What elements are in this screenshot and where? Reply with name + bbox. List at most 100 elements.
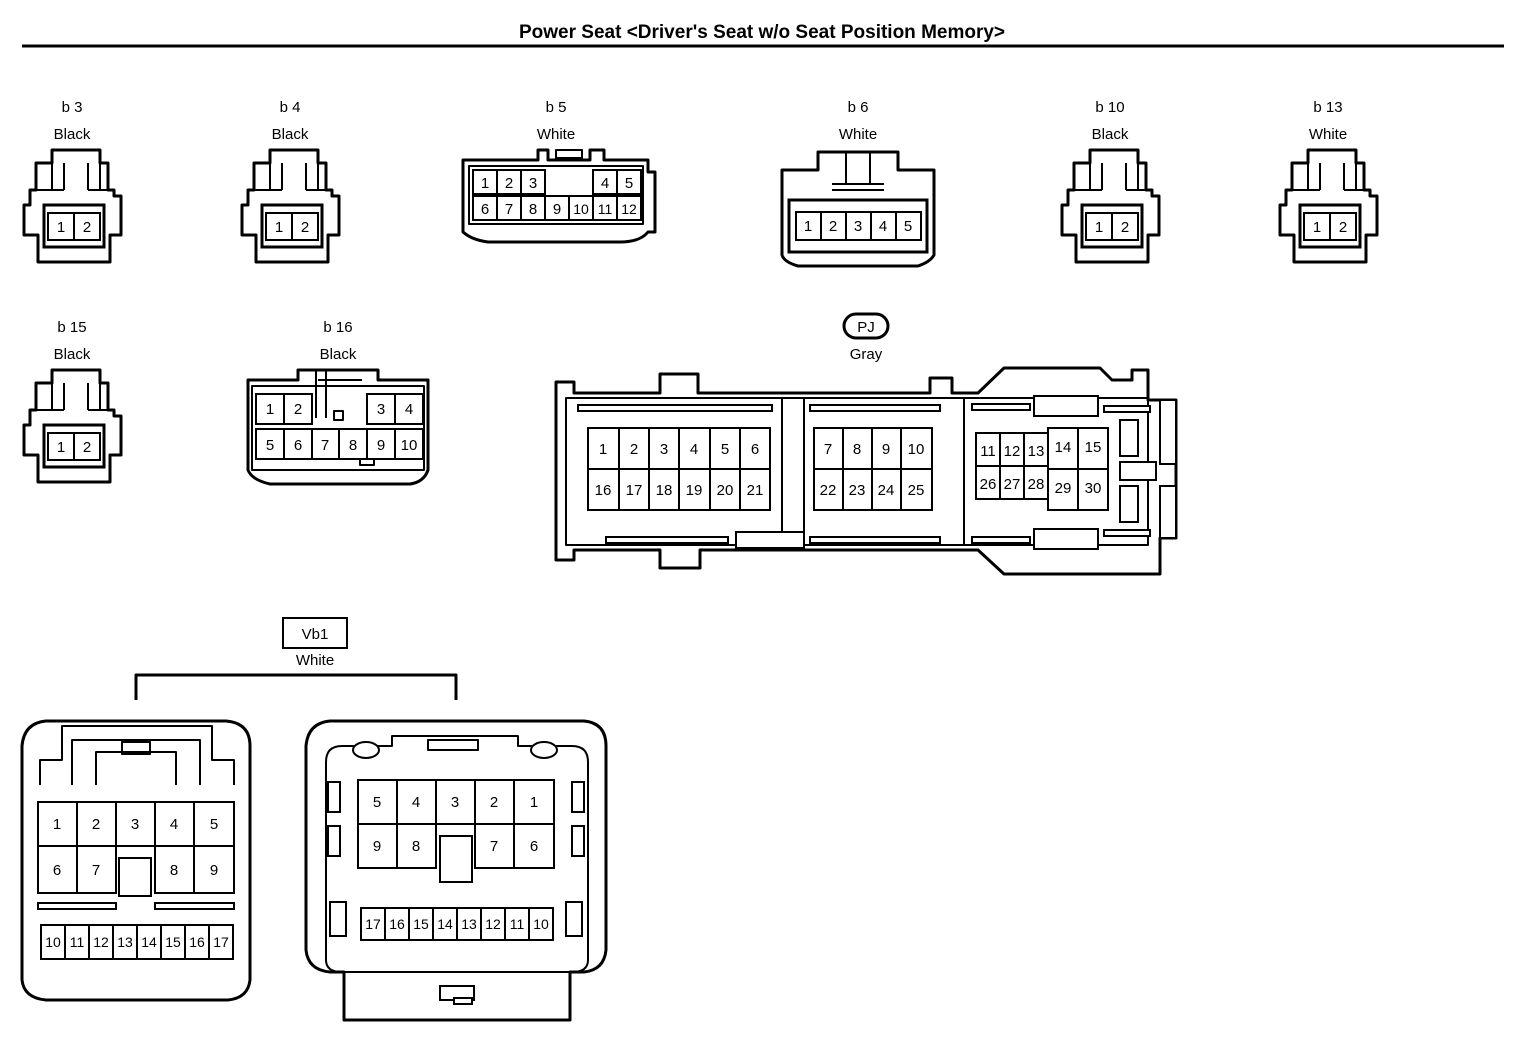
connector-pj-pin: 30 — [1085, 480, 1102, 497]
connector-vb1-pin-box — [435, 779, 476, 825]
connector-vb1-pin: 7 — [490, 838, 498, 855]
connector-vb1-code-box — [282, 617, 348, 649]
connector-pj-pin-box — [1077, 468, 1109, 511]
connector-vb1-pin: 13 — [461, 916, 477, 932]
connector-b16-pin-box — [255, 428, 285, 460]
connector-b6-housing — [780, 150, 936, 268]
connector-b6-code: b 6 — [848, 99, 869, 116]
connector-b5-code: b 5 — [546, 99, 567, 116]
connector-pj-pin: 15 — [1085, 439, 1102, 456]
connector-b16: b 16 Black 1 2 3 4 5 6 7 8 9 10 — [246, 319, 430, 486]
connector-vb1-pin-box — [184, 924, 210, 960]
connector-b10-latch — [1074, 163, 1146, 191]
connector-vb1-pin: 12 — [485, 916, 501, 932]
connector-pj-pin-box — [813, 468, 844, 511]
connector-vb1: Vb1 White — [20, 617, 608, 1022]
connector-pj-code: PJ — [857, 319, 875, 336]
connector-pj-pin: 1 — [599, 441, 607, 458]
connector-b16-pin-box — [283, 428, 313, 460]
connector-vb1-pin: 9 — [373, 838, 381, 855]
connector-vb1-right-side-slot — [329, 901, 347, 937]
connector-pj-pin: 12 — [1004, 443, 1021, 460]
connector-b3-pin: 1 — [57, 219, 65, 236]
connector-vb1-pin: 16 — [189, 934, 205, 950]
connector-b6-pin-box — [870, 211, 897, 241]
connector-vb1-right-peg — [530, 741, 558, 759]
connector-b16-pin: 1 — [266, 401, 274, 418]
connector-pj-pin: 11 — [980, 443, 996, 460]
connector-pj-pin: 16 — [595, 482, 612, 499]
connector-vb1-right-pins: 5 4 3 2 1 9 8 7 6 17 16 15 14 13 12 11 1… — [357, 779, 555, 941]
connector-vb1-pin-box — [528, 907, 554, 941]
connector-b16-color: Black — [320, 346, 357, 363]
connector-b3-pin: 2 — [83, 219, 91, 236]
connector-b13-housing — [1278, 148, 1379, 264]
connector-pj-pin: 19 — [686, 482, 703, 499]
connector-b13-code: b 13 — [1313, 99, 1342, 116]
connector-pj-housing — [554, 366, 1178, 576]
connector-pj: PJ Gray — [554, 312, 1178, 576]
connector-b6-pin: 4 — [879, 218, 887, 235]
connector-pj-pin-box — [618, 468, 650, 511]
connector-b15-code: b 15 — [57, 319, 86, 336]
connector-vb1-pin: 3 — [451, 794, 459, 811]
connector-b16-latch — [315, 370, 362, 418]
connector-b3-color: Black — [54, 126, 91, 143]
connector-pj-rail — [735, 531, 805, 549]
connector-pj-pin-box — [678, 427, 711, 470]
connector-vb1-pin: 14 — [437, 916, 453, 932]
connector-b4-pin-box — [291, 212, 319, 241]
connector-vb1-pin: 17 — [213, 934, 229, 950]
connector-b4-code: b 4 — [280, 99, 301, 116]
connector-pj-rail — [577, 404, 773, 412]
connector-b10-pin: 1 — [1095, 219, 1103, 236]
connector-b16-pin: 6 — [294, 437, 302, 454]
connector-pj-pin-box — [678, 468, 711, 511]
connector-pj-rail — [1033, 395, 1099, 417]
connector-b5-pin: 2 — [505, 175, 513, 192]
connector-vb1-right-key — [439, 835, 473, 883]
connector-pj-pin: 2 — [630, 441, 638, 458]
connector-b13-latch — [1292, 163, 1364, 191]
connector-b5-pin-box — [544, 195, 570, 221]
connector-b16-pin: 7 — [321, 437, 329, 454]
connector-vb1-pin-box — [40, 924, 66, 960]
connector-pj-rail — [1033, 528, 1099, 550]
connector-b16-pin-box — [394, 393, 424, 425]
connector-vb1-left-pins: 1 2 3 4 5 6 7 8 9 10 11 12 13 14 15 16 1… — [37, 801, 235, 960]
connector-pj-pin: 18 — [656, 482, 673, 499]
connector-pj-pin-box — [709, 468, 741, 511]
connector-pj-pin: 27 — [1004, 476, 1021, 493]
connector-vb1-right-bottom-tab — [453, 997, 473, 1005]
connector-b16-pin-box — [283, 393, 313, 425]
connector-vb1-pin: 12 — [93, 934, 109, 950]
connector-pj-pin: 9 — [882, 441, 890, 458]
connector-b10: b 10 Black 1 2 — [1060, 99, 1161, 264]
connector-b3-housing — [22, 148, 123, 264]
connector-vb1-pin-box — [408, 907, 434, 941]
connector-b6-pin: 2 — [829, 218, 837, 235]
connector-pj-rail — [809, 404, 941, 412]
connector-b5-pin-box — [616, 195, 642, 221]
connector-b6-pin: 5 — [904, 218, 912, 235]
connector-vb1-pin: 15 — [165, 934, 181, 950]
connector-pj-rail — [809, 536, 941, 544]
connector-b5-pin-box — [496, 195, 522, 221]
connector-pj-pin-box — [739, 468, 771, 511]
connector-vb1-pin-box — [88, 924, 114, 960]
connector-b4-color: Black — [272, 126, 309, 143]
connector-vb1-right-half: 5 4 3 2 1 9 8 7 6 17 16 15 14 13 12 11 1… — [304, 719, 608, 1022]
connector-vb1-pin: 10 — [45, 934, 61, 950]
connector-vb1-right-housing — [304, 719, 608, 1022]
connector-vb1-left-latch — [39, 725, 235, 785]
connector-pj-pin-box — [1047, 468, 1079, 511]
connector-b5-color: White — [537, 126, 575, 143]
connector-vb1-pin-box — [474, 823, 515, 869]
connector-vb1-pin-box — [193, 845, 235, 894]
connector-vb1-left-housing — [20, 719, 252, 1002]
connector-b5-pin: 12 — [621, 201, 637, 217]
connector-pj-pins: 1 2 3 4 5 6 7 8 9 10 11 12 13 14 15 16 1… — [587, 427, 1109, 511]
connector-b15: b 15 Black 1 2 — [22, 319, 123, 484]
connector-pj-rail — [605, 536, 729, 544]
connector-vb1-pin: 6 — [53, 862, 61, 879]
